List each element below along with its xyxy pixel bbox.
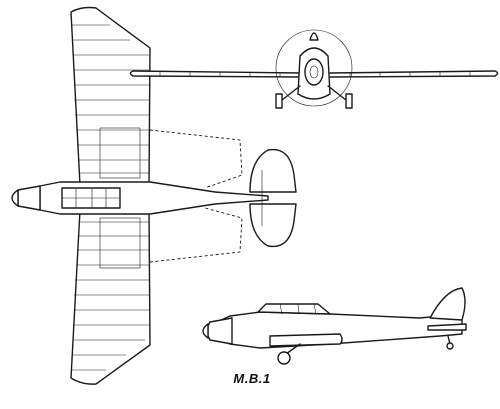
plan-flap-upper [149, 129, 243, 189]
front-wing-ribs [159, 71, 471, 77]
plan-cockpit-frames [62, 188, 120, 208]
front-landing-gear [275, 85, 353, 109]
plan-spinner [11, 189, 19, 207]
front-wing-right [319, 70, 499, 83]
plan-tailplane-lower [249, 203, 297, 248]
side-canopy [257, 303, 331, 315]
front-propeller-disc [275, 29, 353, 107]
front-fin [309, 32, 319, 41]
side-engine-cowling [207, 317, 233, 345]
plan-lower-wing [70, 209, 151, 385]
front-view [129, 29, 499, 109]
side-view [202, 287, 467, 365]
plan-upper-wing [70, 6, 151, 186]
side-landing-gear [277, 335, 454, 365]
plan-fuselage [39, 181, 269, 215]
side-fin [429, 287, 466, 321]
side-wing-root [269, 333, 343, 347]
plan-view [11, 6, 297, 385]
front-cowling-intake [304, 58, 324, 86]
side-canopy-frames [279, 303, 317, 315]
side-tailplane [427, 323, 467, 331]
plan-flap-lower [149, 207, 243, 263]
plan-lower-wing-ribs [72, 217, 149, 371]
drawing-caption: M.B.1 [233, 371, 271, 386]
plan-tailplane [249, 148, 297, 193]
side-spinner [202, 323, 209, 339]
plan-upper-wing-ribs [72, 24, 149, 179]
plan-engine-cowling [17, 185, 41, 211]
